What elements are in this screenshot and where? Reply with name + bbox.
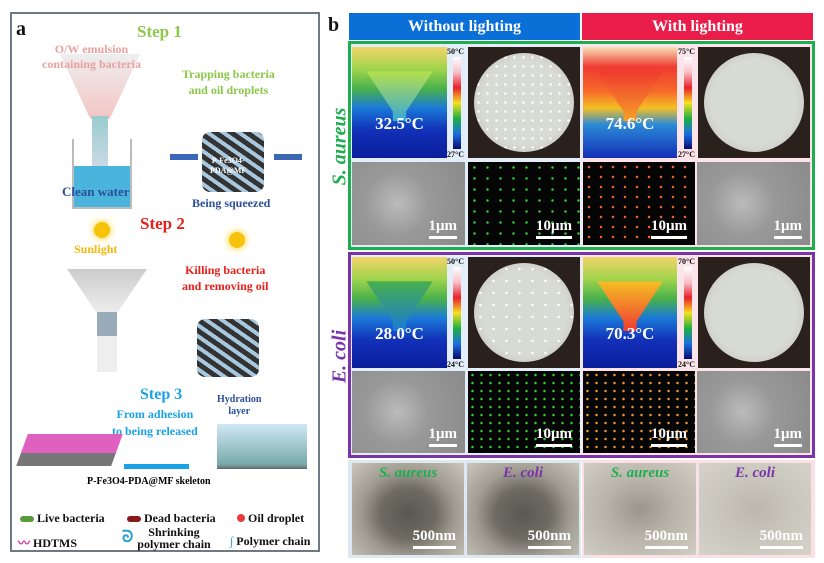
sem-image-saureus-off: 1μm <box>352 162 465 245</box>
live-bacteria-icon <box>20 516 34 522</box>
step3-title: Step 3 <box>140 386 183 403</box>
step1-title: Step 1 <box>137 22 182 41</box>
sem-image-saureus-on: 1μm <box>697 162 810 245</box>
scale-bar: 1μm <box>428 218 457 239</box>
temperature-readout: 74.6°C <box>605 113 655 133</box>
scale-bar: 1μm <box>773 218 802 239</box>
color-scale-bar <box>453 267 461 359</box>
squeezed-label: Being squeezed <box>192 196 271 210</box>
arrow-left-icon <box>170 154 198 160</box>
oil-droplet-icon <box>237 514 245 522</box>
polymer-chain-icon: ∫ <box>230 534 234 548</box>
scale-max: 50°C <box>447 47 464 56</box>
thermal-image-saureus-off: 32.5°C <box>352 47 447 158</box>
tem-image-ecoli-off: E. coli 500nm <box>467 463 579 555</box>
fluorescence-image-saureus-off: 10μm <box>468 162 580 245</box>
color-scale-bar <box>453 57 461 149</box>
funnel-icon <box>67 269 147 314</box>
tem-species-label: E. coli <box>503 465 543 481</box>
scale-bar: 500nm <box>527 528 571 549</box>
temperature-readout: 70.3°C <box>605 323 655 343</box>
scale-bar: 10μm <box>536 426 572 447</box>
scale-bar: 1μm <box>428 426 457 447</box>
surface-adhesion-icon <box>16 434 123 466</box>
clean-water-label: Clean water <box>62 184 130 199</box>
scale-bar: 10μm <box>651 426 687 447</box>
sun-icon <box>229 232 245 248</box>
emulsion-label-line1: O/W emulsion <box>54 42 129 56</box>
scale-max: 70°C <box>678 257 695 266</box>
header-without-lighting: Without lighting <box>349 13 580 40</box>
petri-dish-saureus-off <box>468 47 580 158</box>
species-label-ecoli: E. coli <box>328 329 351 384</box>
temperature-readout: 32.5°C <box>375 113 424 133</box>
scale-min: 27°C <box>678 150 695 159</box>
species-label-saureus: S. aureus <box>328 107 351 186</box>
hdtms-icon: 〰 <box>18 536 31 550</box>
color-scale-bar <box>684 57 692 149</box>
funnel-stem <box>97 312 117 372</box>
legend-hdtms: 〰 HDTMS <box>18 536 78 550</box>
tem-image-saureus-on: S. aureus 500nm <box>584 463 696 555</box>
tem-species-label: E. coli <box>735 465 775 481</box>
scale-min: 24°C <box>678 360 695 369</box>
legend-polymer: ∫ Polymer chain <box>230 534 311 548</box>
emulsion-label-line2: containing bacteria <box>42 57 141 71</box>
scale-max: 75°C <box>678 47 695 56</box>
scale-bar: 500nm <box>412 528 456 549</box>
tem-image-saureus-off: S. aureus 500nm <box>352 463 464 555</box>
legend-live: Live bacteria <box>20 511 105 526</box>
surface-release-icon <box>217 424 307 469</box>
panel-label-b: b <box>328 14 340 36</box>
thermal-image-ecoli-on: 70.3°C <box>583 257 677 368</box>
scale-min: 27°C <box>447 150 464 159</box>
scale-max: 50°C <box>447 257 464 266</box>
thermal-image-ecoli-off: 28.0°C <box>352 257 447 368</box>
arrow-icon <box>124 464 189 469</box>
step2-title: Step 2 <box>140 214 185 233</box>
tem-species-label: S. aureus <box>378 465 438 481</box>
scale-bar: 500nm <box>759 528 803 549</box>
scale-bar: 10μm <box>651 218 687 239</box>
fluorescence-image-ecoli-off: 10μm <box>468 371 580 453</box>
shrinking-chain-icon: ᘐ <box>122 529 134 546</box>
sunlight-label: Sunlight <box>74 242 118 256</box>
petri-dish-saureus-on <box>698 47 810 158</box>
panel-label-a: a <box>16 18 26 40</box>
scale-bar: 500nm <box>644 528 688 549</box>
fluorescence-image-saureus-on: 10μm <box>583 162 695 245</box>
temperature-readout: 28.0°C <box>375 323 424 343</box>
arrow-right-icon <box>274 154 302 160</box>
sponge-irradiated-icon <box>197 319 259 377</box>
fluorescence-image-ecoli-on: 10μm <box>583 371 695 453</box>
thermal-image-saureus-on: 74.6°C <box>583 47 677 158</box>
skeleton-label: P-Fe3O4-PDA@MF skeleton <box>87 476 211 487</box>
sponge-label: P-Fe3O4-PDA@MF <box>210 156 247 175</box>
sponge-squeezed-icon <box>202 132 264 192</box>
petri-dish-ecoli-on <box>698 257 810 368</box>
color-scale-bar <box>684 267 692 359</box>
sun-icon <box>94 222 110 238</box>
legend-oil: Oil droplet <box>237 511 304 526</box>
scale-min: 24°C <box>447 360 464 369</box>
sem-image-ecoli-on: 1μm <box>697 371 810 453</box>
dead-bacteria-icon <box>127 516 141 522</box>
sem-image-ecoli-off: 1μm <box>352 371 465 453</box>
legend-dead: Dead bacteria <box>127 511 216 526</box>
tem-image-ecoli-on: E. coli 500nm <box>699 463 811 555</box>
header-with-lighting: With lighting <box>582 13 813 40</box>
tem-species-label: S. aureus <box>610 465 670 481</box>
beaker-icon <box>72 139 132 209</box>
scale-bar: 10μm <box>536 218 572 239</box>
scale-bar: 1μm <box>773 426 802 447</box>
petri-dish-ecoli-off <box>468 257 580 368</box>
